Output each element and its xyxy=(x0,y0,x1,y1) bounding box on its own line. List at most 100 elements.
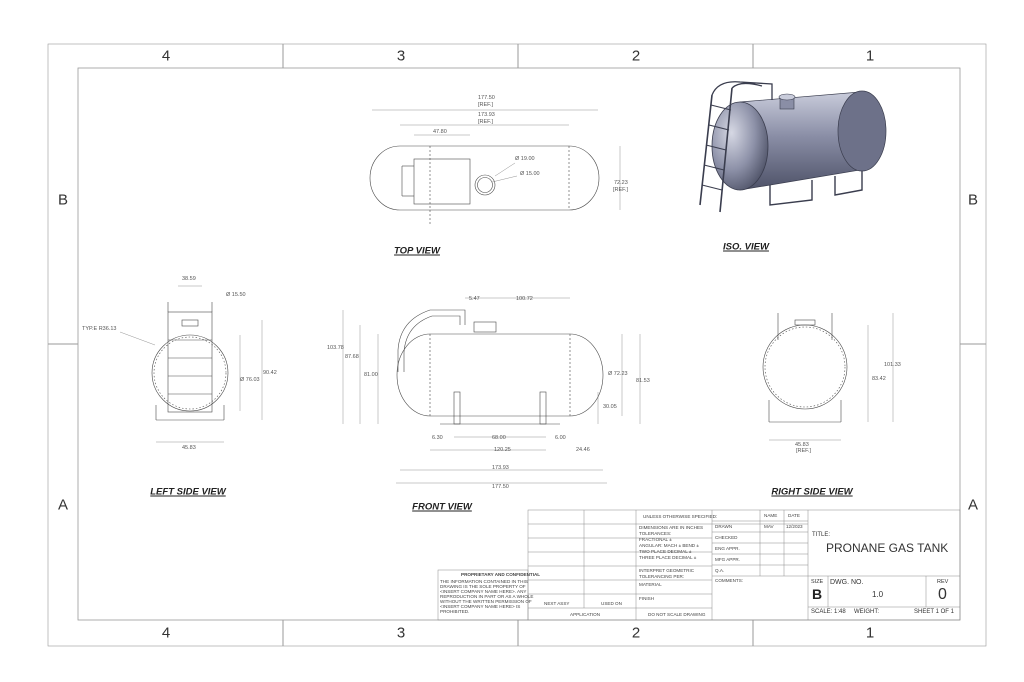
tb-name-col: NAME xyxy=(764,513,778,518)
tb-tolerance-1: DIMENSIONS ARE IN INCHES xyxy=(639,525,704,530)
left-side-view-label: LEFT SIDE VIEW xyxy=(150,486,226,498)
left-side-view-drawing xyxy=(119,285,263,443)
tb-tolerance-4: ANGULAR: MACH ± BEND ± xyxy=(639,543,699,548)
dim-top-hole-outer: Ø 19.00 xyxy=(515,156,535,162)
dim-top-ladder: 47.80 xyxy=(433,129,447,135)
tb-proprietary-line-5: <INSERT COMPANY NAME HERE> IS xyxy=(440,604,521,609)
tb-qa: Q.A. xyxy=(715,568,725,573)
tb-proprietary-line-2: <INSERT COMPANY NAME HERE>. ANY xyxy=(440,589,527,594)
dim-right-h2: 83.42 xyxy=(872,376,886,382)
dim-front-b4: 120.25 xyxy=(494,447,511,453)
dim-right-base-ref: [REF.] xyxy=(796,448,811,454)
zone-row-b-right: B xyxy=(967,191,979,209)
top-view-label: TOP VIEW xyxy=(394,245,440,257)
tb-proprietary-title: PROPRIETARY AND CONFIDENTIAL xyxy=(461,572,541,577)
dim-front-d1: 5.47 xyxy=(469,296,480,302)
tb-next-assy: NEXT ASSY xyxy=(544,601,570,606)
tb-tolerance-3: FRACTIONAL ± xyxy=(639,537,672,542)
tb-dwg-no-label: DWG. NO. xyxy=(830,579,864,586)
tb-drawn-date: 12/2023 xyxy=(786,524,803,529)
tb-proprietary-line-1: DRAWING IS THE SOLE PROPERTY OF xyxy=(440,584,526,589)
zone-col-2-top: 2 xyxy=(631,47,641,65)
dim-front-b6: 173.93 xyxy=(492,465,509,471)
dim-right-h1: 101.33 xyxy=(884,362,901,368)
dim-front-b2: 68.00 xyxy=(492,435,506,441)
zone-row-a-right: A xyxy=(967,496,979,514)
tb-title-label: TITLE: xyxy=(812,532,831,538)
dim-left-diameter: Ø 76.03 xyxy=(240,377,260,383)
zone-col-3-bottom: 3 xyxy=(396,624,406,642)
dim-front-dia: Ø 72.23 xyxy=(608,371,628,377)
front-view-label: FRONT VIEW xyxy=(412,501,472,513)
right-side-view-drawing xyxy=(762,313,894,441)
tb-material: MATERIAL xyxy=(639,582,662,587)
tb-application: APPLICATION xyxy=(570,612,601,617)
tb-do-not-scale: DO NOT SCALE DRAWING xyxy=(648,612,706,617)
dim-top-overall: 177.50 xyxy=(478,95,495,101)
tb-scale: SCALE: 1:48 xyxy=(811,609,846,615)
dim-front-d2: 100.72 xyxy=(516,296,533,302)
tb-proprietary-line-4: WITHOUT THE WRITTEN PERMISSION OF xyxy=(440,599,532,604)
dim-front-b5: 24.46 xyxy=(576,447,590,453)
zone-col-4-top: 4 xyxy=(161,47,171,65)
tb-finish: FINISH xyxy=(639,596,655,601)
tb-interpret-1: TOLERANCING PER: xyxy=(639,574,685,579)
dim-front-b7: 177.50 xyxy=(492,484,509,490)
tb-drawn-name: MAV xyxy=(764,524,774,529)
dim-left-top-width: 38.59 xyxy=(182,276,196,282)
tb-used-on: USED ON xyxy=(601,601,622,606)
dim-top-body-ref: [REF.] xyxy=(478,119,493,125)
dim-left-radius: TYP.E R36.13 xyxy=(82,326,117,332)
dim-front-h4: 81.53 xyxy=(636,378,650,384)
dim-left-base: 45.83 xyxy=(182,445,196,451)
tb-comments: COMMENTS: xyxy=(715,578,744,583)
front-view-drawing xyxy=(342,297,641,484)
top-view-drawing xyxy=(369,109,621,225)
dim-front-h3: 81.00 xyxy=(364,372,378,378)
tb-date-col: DATE xyxy=(788,513,800,518)
dim-front-h2: 87.68 xyxy=(345,354,359,360)
tb-size-label: SIZE xyxy=(811,579,824,585)
zone-col-1-bottom: 1 xyxy=(865,624,875,642)
title-block-grid xyxy=(437,509,961,621)
zone-col-2-bottom: 2 xyxy=(631,624,641,642)
dim-top-overall-ref: [REF.] xyxy=(478,102,493,108)
tb-weight: WEIGHT: xyxy=(854,609,879,615)
dim-left-nozzle: Ø 15.50 xyxy=(226,292,246,298)
dim-left-height: 90.42 xyxy=(263,370,277,376)
dim-right-base: 45.83 xyxy=(795,442,809,448)
dim-top-hole-inner: Ø 15.00 xyxy=(520,171,540,177)
dim-front-b1: 6.30 xyxy=(432,435,443,441)
tb-tolerance-2: TOLERANCES: xyxy=(639,531,672,536)
tb-sheet: SHEET 1 OF 1 xyxy=(914,609,954,615)
right-side-view-label: RIGHT SIDE VIEW xyxy=(771,486,853,498)
tb-drawn: DRAWN xyxy=(715,524,733,529)
tb-rev-label: REV xyxy=(937,579,949,585)
tb-interpret-0: INTERPRET GEOMETRIC xyxy=(639,568,695,573)
tb-proprietary-line-3: REPRODUCTION IN PART OR AS A WHOLE xyxy=(440,594,534,599)
tb-checked: CHECKED xyxy=(715,535,738,540)
iso-view-drawing xyxy=(699,81,887,213)
tb-tolerance-0: UNLESS OTHERWISE SPECIFIED: xyxy=(643,514,718,519)
zone-row-b-left: B xyxy=(57,191,69,209)
tb-proprietary-line-6: PROHIBITED. xyxy=(440,609,470,614)
tb-tolerance-6: THREE PLACE DECIMAL ± xyxy=(639,555,697,560)
tb-mfg-appr: MFG APPR. xyxy=(715,557,741,562)
dim-front-h5: 30.05 xyxy=(603,404,617,410)
tb-size: B xyxy=(812,586,823,602)
dim-top-height: 72.23 xyxy=(614,180,628,186)
tb-dwg-no: 1.0 xyxy=(872,590,884,599)
dim-top-height-ref: [REF.] xyxy=(613,187,628,193)
tb-eng-appr: ENG APPR. xyxy=(715,546,740,551)
tb-proprietary-line-0: THE INFORMATION CONTAINED IN THIS xyxy=(440,579,528,584)
dim-top-body: 173.93 xyxy=(478,112,495,118)
zone-col-3-top: 3 xyxy=(396,47,406,65)
zone-col-4-bottom: 4 xyxy=(161,624,171,642)
tb-rev: 0 xyxy=(938,586,947,603)
dim-front-h1: 103.78 xyxy=(327,345,344,351)
zone-row-a-left: A xyxy=(57,496,69,514)
drawing-title: PRONANE GAS TANK xyxy=(826,541,949,555)
iso-view-label: ISO. VIEW xyxy=(723,241,769,253)
dim-front-b3: 6.00 xyxy=(555,435,566,441)
